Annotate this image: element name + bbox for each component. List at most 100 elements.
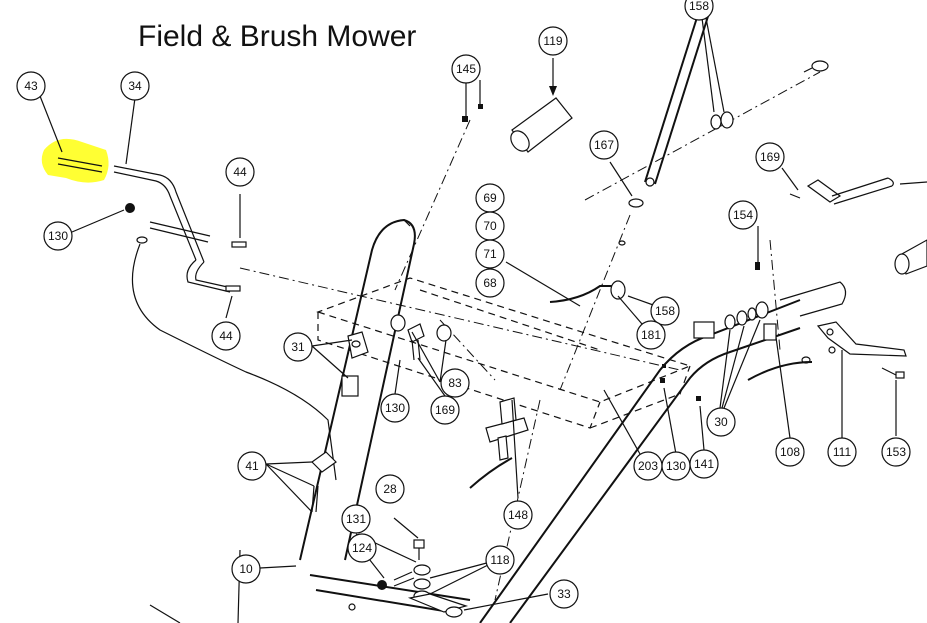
- svg-text:119: 119: [543, 34, 562, 48]
- svg-text:10: 10: [239, 562, 253, 576]
- svg-text:181: 181: [641, 328, 661, 342]
- callout-181: 181: [636, 320, 666, 350]
- svg-text:83: 83: [448, 376, 462, 390]
- svg-text:44: 44: [233, 165, 247, 179]
- diagram-title: Field & Brush Mower: [138, 20, 416, 53]
- callout-30: 30: [706, 407, 736, 437]
- callout-44-bottom: 44: [211, 321, 241, 351]
- callout-153: 153: [881, 437, 911, 467]
- callout-203: 203: [633, 451, 663, 481]
- callout-167: 167: [589, 130, 619, 160]
- svg-text:71: 71: [483, 247, 497, 261]
- svg-text:41: 41: [245, 459, 259, 473]
- main-handle-tube: [299, 218, 471, 613]
- svg-text:44: 44: [219, 329, 233, 343]
- callout-130-mid: 130: [380, 393, 410, 423]
- callout-148: 148: [503, 500, 533, 530]
- right-edge-tube-end: [894, 253, 910, 275]
- part-111-lever: [801, 321, 907, 438]
- callout-169-right: 169: [755, 142, 785, 172]
- callout-31: 31: [283, 332, 313, 362]
- upper-rod: [644, 7, 711, 187]
- callout-154: 154: [728, 200, 758, 230]
- callout-70: 70: [475, 211, 505, 241]
- part-167-washer: [609, 161, 644, 246]
- callout-83: 83: [440, 368, 470, 398]
- svg-text:145: 145: [456, 62, 476, 76]
- callout-124: 124: [347, 533, 377, 563]
- svg-text:130: 130: [385, 401, 405, 415]
- part-31-switch: [311, 331, 369, 397]
- svg-text:68: 68: [483, 276, 497, 290]
- svg-text:153: 153: [886, 445, 906, 459]
- part-34-rod: [113, 165, 233, 293]
- callout-34: 34: [120, 71, 150, 101]
- part-145-bolt: [462, 80, 483, 122]
- svg-text:130: 130: [666, 459, 686, 473]
- cable-68-71: [505, 261, 626, 307]
- part-148-bracket: [469, 397, 529, 499]
- svg-text:124: 124: [352, 541, 372, 555]
- svg-text:33: 33: [557, 587, 571, 601]
- part-153-bolt: [881, 367, 905, 436]
- svg-text:167: 167: [594, 138, 614, 152]
- callout-158-top: 158: [684, 0, 714, 21]
- callout-41: 41: [237, 451, 267, 481]
- svg-text:111: 111: [833, 445, 852, 459]
- callout-158-mid: 158: [650, 296, 680, 326]
- callout-145: 145: [451, 54, 481, 84]
- callout-71: 71: [475, 239, 505, 269]
- part-130-nut-and-cable: [125, 203, 337, 481]
- svg-text:131: 131: [346, 512, 366, 526]
- svg-text:30: 30: [714, 415, 728, 429]
- part-119-tube: [510, 58, 573, 153]
- svg-text:148: 148: [508, 508, 528, 522]
- svg-text:34: 34: [128, 79, 142, 93]
- svg-text:28: 28: [383, 482, 397, 496]
- callout-111: 111: [827, 437, 857, 467]
- callout-10: 10: [231, 554, 261, 584]
- callout-130-right: 130: [661, 451, 691, 481]
- part-30-hardware: [693, 301, 777, 409]
- lower-hardware: [348, 517, 549, 618]
- part-44-pins: [225, 194, 247, 319]
- svg-text:43: 43: [24, 79, 38, 93]
- callout-43: 43: [16, 71, 46, 101]
- svg-text:169: 169: [760, 150, 780, 164]
- leader-lines: [39, 95, 657, 623]
- callout-44-top: 44: [225, 157, 255, 187]
- part-43-pin: [57, 157, 103, 173]
- leader-108: [774, 329, 791, 439]
- part-158-upper-hardware: [701, 17, 829, 130]
- svg-text:141: 141: [694, 457, 714, 471]
- callout-130-left: 130: [43, 221, 73, 251]
- callout-131: 131: [341, 504, 371, 534]
- svg-text:154: 154: [733, 208, 753, 222]
- svg-text:158: 158: [689, 0, 709, 13]
- svg-text:158: 158: [655, 304, 675, 318]
- callout-28: 28: [375, 474, 405, 504]
- callout-119: 119: [538, 26, 568, 56]
- callout-118: 118: [485, 545, 515, 575]
- svg-text:69: 69: [483, 191, 497, 205]
- svg-text:130: 130: [48, 229, 68, 243]
- callout-33: 33: [549, 579, 579, 609]
- bolts-130-141: [603, 364, 705, 455]
- callout-69: 69: [475, 183, 505, 213]
- callout-141: 141: [689, 449, 719, 479]
- svg-text:70: 70: [483, 219, 497, 233]
- callout-108: 108: [775, 437, 805, 467]
- part-83-nuts: [390, 314, 452, 383]
- part-154-pin: [755, 226, 760, 270]
- construction-lines: [239, 71, 821, 601]
- callout-169-mid: 169: [430, 395, 460, 425]
- part-169-right-rod: [781, 167, 927, 205]
- svg-text:118: 118: [490, 553, 509, 567]
- svg-text:108: 108: [780, 445, 800, 459]
- svg-text:203: 203: [638, 459, 658, 473]
- part-41-hardware: [265, 451, 337, 513]
- callout-68: 68: [475, 268, 505, 298]
- svg-text:31: 31: [291, 340, 305, 354]
- svg-text:169: 169: [435, 403, 455, 417]
